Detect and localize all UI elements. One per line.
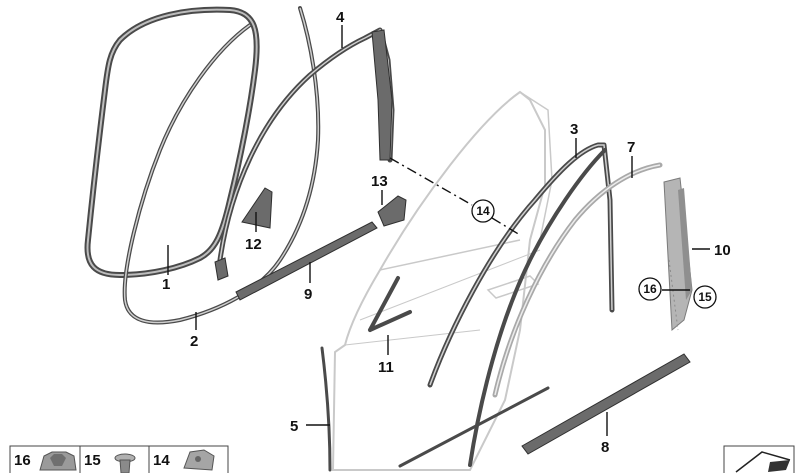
callout-9: 9 (304, 286, 312, 303)
door-bottom-seal[interactable] (398, 386, 550, 468)
front-door-panel (331, 90, 553, 471)
door-front-seal[interactable] (320, 346, 332, 472)
body-side-seal[interactable] (122, 6, 321, 325)
callout-4: 4 (336, 9, 345, 26)
window-channel[interactable] (427, 142, 615, 467)
circled-callout-14: 14 (471, 199, 495, 223)
callout-2: 2 (190, 333, 198, 350)
svg-text:16: 16 (14, 452, 31, 469)
frame-seal-pillar[interactable] (214, 27, 395, 281)
cut-arrow-icon (735, 451, 791, 473)
lower-seal-strip-left[interactable] (235, 221, 378, 301)
callout-1: 1 (162, 276, 170, 293)
section-symbol-box (723, 445, 795, 473)
legend-item-16: 16 (14, 451, 77, 471)
callout-labels: 1 2 3 4 5 7 8 9 10 11 12 13 (162, 9, 731, 456)
callout-11: 11 (378, 359, 394, 376)
callout-13: 13 (371, 173, 388, 190)
legend-item-15: 15 (84, 452, 136, 473)
bracket-part[interactable] (377, 195, 407, 227)
fastener-legend: 16 15 14 (9, 445, 229, 473)
b-pillar-trim[interactable] (663, 177, 693, 332)
callout-3: 3 (570, 121, 578, 138)
svg-text:15: 15 (698, 290, 712, 304)
inner-door-bracket[interactable] (368, 276, 412, 332)
door-opening-seal[interactable] (84, 6, 260, 278)
svg-text:14: 14 (476, 204, 490, 218)
callout-7: 7 (627, 139, 635, 156)
outer-frame-strip[interactable] (492, 162, 663, 398)
callout-12: 12 (245, 236, 262, 253)
callout-5: 5 (290, 418, 298, 435)
alignment-lines (389, 157, 521, 236)
svg-text:15: 15 (84, 452, 101, 469)
svg-text:14: 14 (153, 452, 170, 469)
leader-lines (167, 25, 710, 436)
svg-text:16: 16 (643, 282, 657, 296)
circled-callout-16: 16 (638, 277, 662, 301)
legend-item-14: 14 (153, 449, 215, 471)
mirror-triangle-cover[interactable] (241, 187, 273, 229)
lower-seal-strip-right[interactable] (521, 353, 691, 455)
callout-10: 10 (714, 242, 731, 259)
circled-callout-15: 15 (693, 285, 717, 309)
callout-8: 8 (601, 439, 609, 456)
